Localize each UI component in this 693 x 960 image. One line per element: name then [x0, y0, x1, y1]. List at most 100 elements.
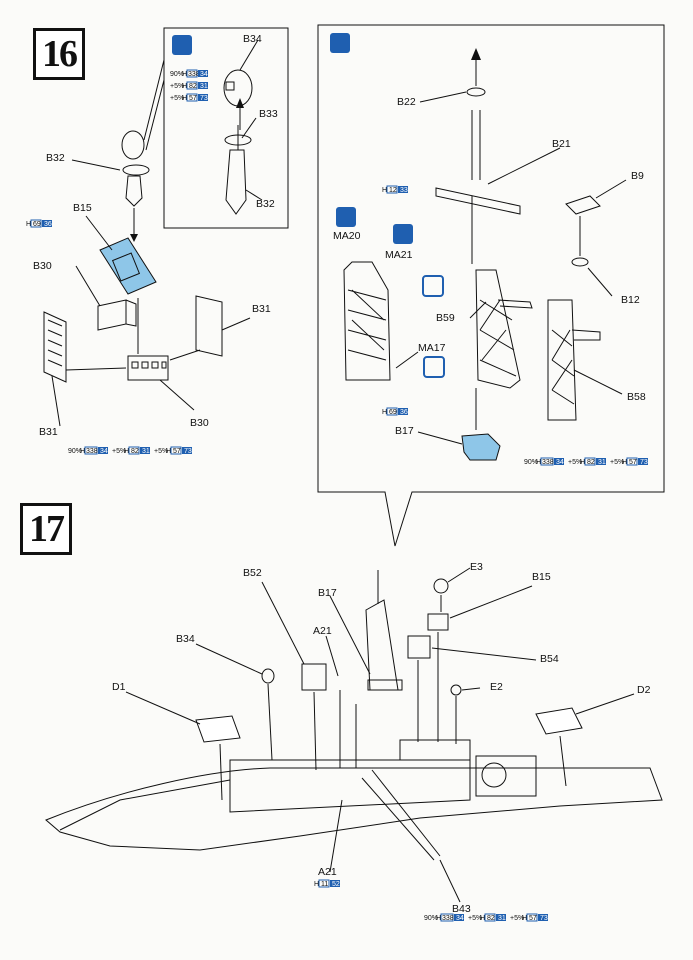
- svg-text:H: H: [124, 448, 129, 455]
- svg-text:H: H: [182, 71, 187, 78]
- label-b34-step17: B34: [176, 633, 195, 645]
- svg-text:H: H: [382, 187, 387, 194]
- label-b15-step17: B15: [532, 571, 551, 583]
- svg-text:69: 69: [389, 409, 397, 416]
- label-b54: B54: [540, 653, 559, 665]
- svg-text:H: H: [182, 83, 187, 90]
- svg-text:82: 82: [189, 83, 197, 90]
- label-b15-step16: B15: [73, 202, 92, 214]
- label-b32-detail: B32: [256, 198, 275, 210]
- label-b17-inset: B17: [395, 425, 414, 437]
- label-b33: B33: [259, 108, 278, 120]
- svg-text:73: 73: [200, 95, 208, 102]
- label-ma20: MA20: [333, 230, 361, 242]
- cement-icon: [330, 33, 350, 53]
- svg-text:H: H: [480, 915, 485, 922]
- step-16-number: 16: [33, 28, 85, 80]
- label-b31-right: B31: [252, 303, 271, 315]
- svg-text:H: H: [580, 459, 585, 466]
- svg-text:73: 73: [184, 448, 192, 455]
- paint-drop-icon: [393, 224, 413, 244]
- svg-text:H: H: [436, 915, 441, 922]
- label-b34-detail: B34: [243, 33, 262, 45]
- svg-text:57: 57: [629, 459, 637, 466]
- svg-text:73: 73: [640, 459, 648, 466]
- label-a21-top: A21: [313, 625, 332, 637]
- detail-inset-box: [163, 27, 289, 229]
- label-ma17: MA17: [418, 342, 446, 354]
- label-b21: B21: [552, 138, 571, 150]
- label-b22: B22: [397, 96, 416, 108]
- svg-text:338: 338: [188, 71, 200, 78]
- label-b12: B12: [621, 294, 640, 306]
- svg-text:H: H: [622, 459, 627, 466]
- svg-text:H: H: [182, 95, 187, 102]
- svg-text:+5%: +5%: [154, 448, 168, 455]
- svg-text:69: 69: [33, 221, 41, 228]
- svg-text:H: H: [536, 459, 541, 466]
- svg-text:57: 57: [189, 95, 197, 102]
- svg-text:90%: 90%: [524, 459, 538, 466]
- callout-line: [143, 59, 165, 141]
- svg-text:11: 11: [321, 881, 328, 888]
- svg-text:338: 338: [542, 459, 554, 466]
- label-ma21: MA21: [385, 249, 413, 261]
- svg-text:+5%: +5%: [468, 915, 482, 922]
- label-b17: B17: [318, 587, 337, 599]
- svg-text:+5%: +5%: [170, 95, 184, 102]
- svg-text:34: 34: [456, 915, 464, 922]
- label-d2: D2: [637, 684, 651, 696]
- svg-text:+5%: +5%: [112, 448, 126, 455]
- svg-text:31: 31: [142, 448, 150, 455]
- svg-text:H: H: [26, 221, 31, 228]
- label-b43: B43: [452, 903, 471, 915]
- svg-text:H: H: [522, 915, 527, 922]
- svg-text:31: 31: [498, 915, 506, 922]
- paint-drop-icon: [336, 207, 356, 227]
- svg-text:73: 73: [540, 915, 548, 922]
- svg-text:90%: 90%: [68, 448, 82, 455]
- svg-text:+5%: +5%: [170, 83, 184, 90]
- svg-text:82: 82: [587, 459, 595, 466]
- label-b32: B32: [46, 152, 65, 164]
- svg-text:34: 34: [556, 459, 564, 466]
- svg-text:31: 31: [598, 459, 606, 466]
- label-b31-left: B31: [39, 426, 58, 438]
- svg-text:90%: 90%: [424, 915, 438, 922]
- svg-text:34: 34: [100, 448, 108, 455]
- callout-line: [145, 79, 165, 151]
- step-17-number: 17: [20, 503, 72, 555]
- svg-text:H: H: [80, 448, 85, 455]
- svg-text:H: H: [382, 409, 387, 416]
- svg-text:H: H: [166, 448, 171, 455]
- svg-text:338: 338: [442, 915, 454, 922]
- svg-text:12: 12: [389, 187, 397, 194]
- label-b9: B9: [631, 170, 644, 182]
- svg-text:36: 36: [400, 409, 408, 416]
- svg-text:82: 82: [487, 915, 495, 922]
- svg-text:57: 57: [173, 448, 181, 455]
- svg-text:36: 36: [44, 221, 52, 228]
- svg-text:+5%: +5%: [568, 459, 582, 466]
- label-b30-top: B30: [33, 260, 52, 272]
- svg-text:+5%: +5%: [610, 459, 624, 466]
- label-e3: E3: [470, 561, 483, 573]
- svg-text:52: 52: [332, 881, 340, 888]
- label-b59: B59: [436, 312, 455, 324]
- svg-text:57: 57: [529, 915, 537, 922]
- label-b30-bottom: B30: [190, 417, 209, 429]
- svg-text:H: H: [314, 881, 319, 888]
- svg-text:34: 34: [200, 71, 208, 78]
- label-a21-bottom: A21: [318, 866, 337, 878]
- svg-text:90%: 90%: [170, 71, 184, 78]
- mast-inset-box: [317, 24, 665, 547]
- label-b52: B52: [243, 567, 262, 579]
- label-b58: B58: [627, 391, 646, 403]
- svg-text:338: 338: [86, 448, 98, 455]
- svg-text:+5%: +5%: [510, 915, 524, 922]
- svg-text:82: 82: [131, 448, 139, 455]
- cement-icon: [172, 35, 192, 55]
- rotate-icon: [422, 275, 444, 297]
